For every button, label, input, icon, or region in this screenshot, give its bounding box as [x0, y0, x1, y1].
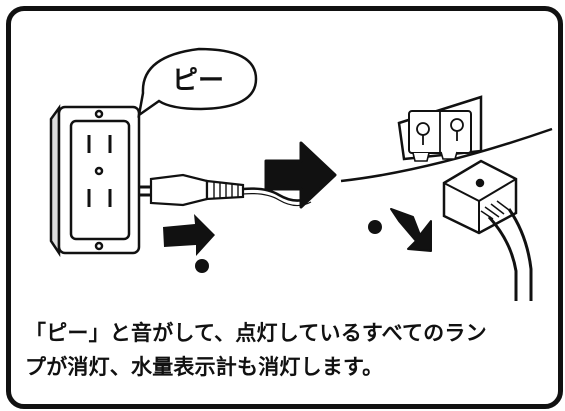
pull-arrow-icon: [163, 214, 215, 256]
caption-line-1: 「ピー」と音がして、点灯しているすべてのラン: [25, 321, 487, 345]
step-arrow-icon: [264, 141, 337, 209]
wall-outlet-icon: [49, 104, 141, 258]
instruction-panel: ピー: [6, 6, 563, 409]
speech-bubble-text: ピー: [172, 66, 224, 96]
appliance-connector-icon: [442, 159, 533, 301]
caption-line-2: プが消灯、水量表示計も消灯します。: [25, 355, 384, 379]
dot-marker-icon: [368, 220, 382, 234]
power-plug-icon: [139, 173, 312, 207]
pull-arrow-icon: [390, 208, 432, 252]
instruction-illustration: ピー: [49, 47, 553, 301]
appliance-socket-icon: [340, 95, 553, 183]
dot-marker-icon: [195, 259, 209, 273]
speech-bubble: ピー: [137, 47, 258, 118]
instruction-caption: 「ピー」と音がして、点灯しているすべてのラン プが消灯、水量表示計も消灯します。: [25, 316, 550, 384]
